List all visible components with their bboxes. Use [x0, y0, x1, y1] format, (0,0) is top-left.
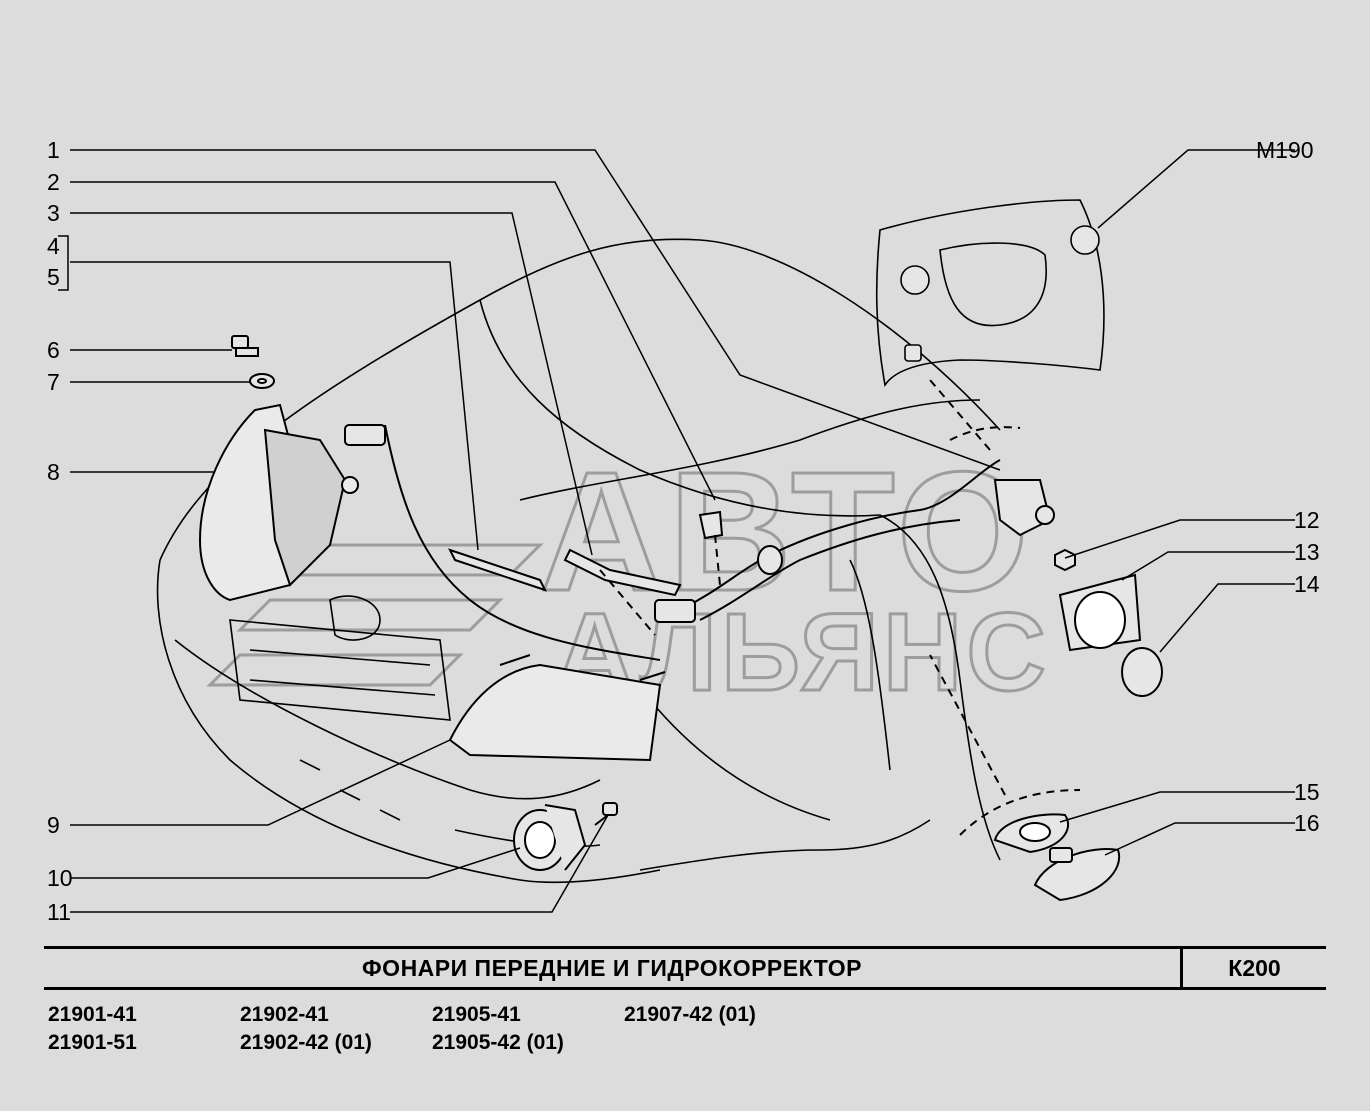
model-21902-41: 21902-41 — [240, 1003, 329, 1026]
watermark-line1: АВТО — [540, 437, 1035, 627]
side-repeater — [993, 813, 1121, 902]
bolt-11 — [594, 802, 618, 826]
watermark: АВТО АЛЬЯНС — [539, 436, 1048, 716]
callout-6: 6 — [47, 337, 60, 363]
fog-light — [513, 804, 587, 871]
callout-8: 8 — [47, 459, 60, 485]
page-title: ФОНАРИ ПЕРЕДНИЕ И ГИДРОКОРРЕКТОР — [362, 954, 862, 981]
corrector-unit — [993, 479, 1163, 697]
callout-16: 16 — [1294, 810, 1320, 836]
leader-lines — [58, 149, 1295, 913]
callout-13: 13 — [1294, 539, 1320, 565]
callout-12: 12 — [1294, 507, 1320, 533]
model-21907-42: 21907-42 (01) — [624, 1003, 756, 1026]
assembly-arrows — [599, 379, 1081, 836]
callout-11: 11 — [47, 899, 71, 925]
model-21905-41: 21905-41 — [432, 1003, 521, 1026]
dashboard-inset — [875, 199, 1105, 388]
bolt-6 — [231, 335, 259, 357]
title-block: ФОНАРИ ПЕРЕДНИЕ И ГИДРОКОРРЕКТОР К200 — [44, 946, 1326, 990]
callout-15: 15 — [1294, 779, 1320, 805]
model-21902-42: 21902-42 (01) — [240, 1031, 372, 1054]
section-code: К200 — [1228, 954, 1281, 981]
callout-ref-m190: М190 — [1256, 137, 1314, 163]
callout-9: 9 — [47, 812, 60, 838]
headlight-right — [448, 654, 666, 762]
model-21901-51: 21901-51 — [48, 1031, 137, 1054]
hydrocorrector-lines — [344, 424, 1001, 661]
callout-7: 7 — [47, 369, 60, 395]
callout-3: 3 — [47, 200, 60, 226]
title-divider — [1180, 949, 1183, 987]
callout-1: 1 — [47, 137, 60, 163]
callout-14: 14 — [1294, 571, 1320, 597]
callout-10: 10 — [47, 865, 73, 891]
model-21905-42: 21905-42 (01) — [432, 1031, 564, 1054]
callout-4: 4 — [47, 233, 60, 259]
callout-5: 5 — [47, 264, 60, 290]
model-21901-41: 21901-41 — [48, 1003, 137, 1026]
washer-7 — [249, 373, 275, 389]
headlight-left — [198, 403, 359, 602]
callout-2: 2 — [47, 169, 60, 195]
